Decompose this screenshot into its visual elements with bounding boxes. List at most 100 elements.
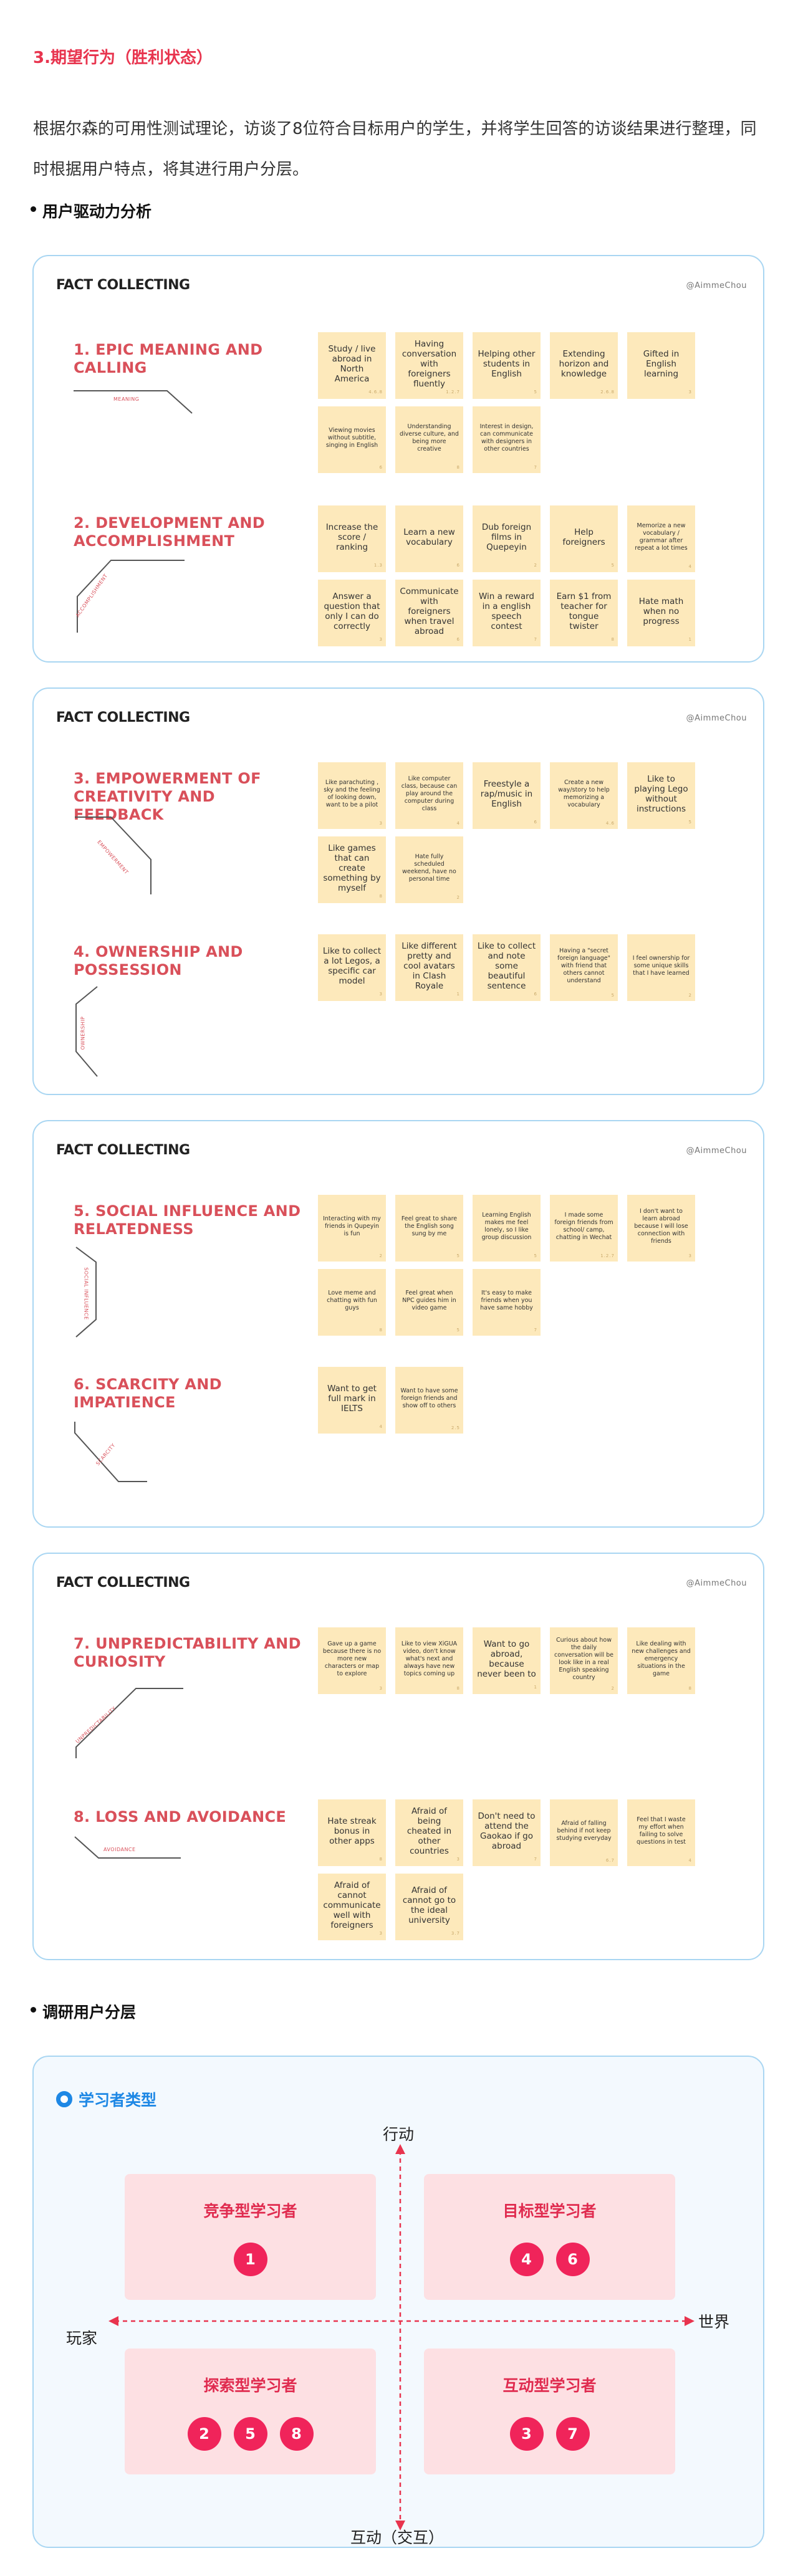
sticky-note: I don't want to learn abroad because I w… [627,1195,695,1262]
bullet-user-segments: 调研用户分层 [30,2000,136,2023]
student-badge: 4 [509,2243,544,2276]
drive-title: 6. SCARCITY AND IMPATIENCE [74,1376,222,1411]
notes-4: Like to collect a lot Legos, a specific … [318,934,704,1001]
sticky-note: Hate fully scheduled weekend, have no pe… [395,836,463,903]
sticky-note: Like parachuting , sky and the feeling o… [318,762,386,829]
drive-6: 6. SCARCITY AND IMPATIENCE [74,1376,304,1412]
fact-card-2: FACT COLLECTING @AimmeChou 3. EMPOWERMEN… [32,687,764,1095]
quadrant-title: 目标型学习者 [502,2202,597,2220]
card-title: FACT COLLECTING [56,277,190,293]
card-brand: @AimmeChou [686,714,747,723]
sticky-note: Want to have some foreign friends and sh… [395,1367,463,1434]
drive-title: 5. SOCIAL INFLUENCE AND RELATEDNESS [74,1202,301,1238]
sticky-note: Like to collect and note some beautiful … [473,934,541,1001]
drive-1-bracket [74,390,193,414]
bullet-driver-analysis: 用户驱动力分析 [30,199,151,222]
card-brand: @AimmeChou [686,281,747,290]
fact-card-1: FACT COLLECTING @AimmeChou 1. EPIC MEANI… [32,255,764,663]
drive-sub: MEANING [113,396,140,402]
student-badge: 1 [233,2243,267,2276]
drive-sub: SOCIAL INFLUENCE [83,1267,89,1320]
axis-top-label: 行动 [383,2125,415,2143]
sticky-note: Don't need to attend the Gaokao if go ab… [473,1799,541,1866]
sticky-note: I made some foreign friends from school/… [550,1195,618,1262]
sticky-note: Feel that I waste my effort when failing… [627,1799,695,1866]
drive-sub: AVOIDANCE [103,1847,136,1852]
drive-7-bracket [75,1688,183,1758]
drive-sub: OWNERSHIP [80,1016,86,1050]
drive-title: 8. LOSS AND AVOIDANCE [74,1808,287,1826]
drive-title: 1. EPIC MEANING AND CALLING [74,341,263,376]
drive-7: 7. UNPREDICTABILITY AND CURIOSITY [74,1635,304,1671]
sticky-note: Afraid of cannot go to the ideal univers… [395,1874,463,1940]
sticky-note: Like to playing Lego without instruction… [627,762,695,829]
sticky-note: Answer a question that only I can do cor… [318,580,386,646]
card-title: FACT COLLECTING [56,1142,190,1158]
drive-title: 2. DEVELOPMENT AND ACCOMPLISHMENT [74,514,265,550]
sticky-note: Like games that can create something by … [318,836,386,903]
notes-3: Like parachuting , sky and the feeling o… [318,762,704,903]
sticky-note: Feel great when NPC guides him in video … [395,1269,463,1336]
notes-7: Gave up a game because there is no more … [318,1627,704,1694]
drive-2-bracket [77,560,185,633]
sticky-note: Communicate with foreigners when travel … [395,580,463,646]
sticky-note: Like different pretty and cool avatars i… [395,934,463,1001]
drive-4-bracket [75,986,98,1077]
sticky-note: Like to collect a lot Legos, a specific … [318,934,386,1001]
student-badge: 8 [279,2417,314,2451]
drive-title: 7. UNPREDICTABILITY AND CURIOSITY [74,1635,301,1670]
student-badge: 2 [187,2417,221,2451]
sticky-note: Afraid of falling behind if not keep stu… [550,1799,618,1866]
drive-5: 5. SOCIAL INFLUENCE AND RELATEDNESS [74,1202,304,1238]
section-title: 3.期望行为（胜利状态） [33,49,213,67]
sticky-note: Understanding diverse culture, and being… [395,406,463,473]
matrix-header: 学习者类型 [56,2088,156,2110]
student-badge: 5 [233,2417,267,2451]
sticky-note: Afraid of being cheated in other countri… [395,1799,463,1866]
sticky-note: Interest in design, can communicate with… [473,406,541,473]
sticky-note: Afraid of cannot communicate well with f… [318,1874,386,1940]
drive-3-bracket [75,816,151,894]
card-title: FACT COLLECTING [56,710,190,725]
drive-2: 2. DEVELOPMENT AND ACCOMPLISHMENT [74,514,304,550]
drive-8-bracket [74,1836,181,1859]
sticky-note: Like dealing with new challenges and eme… [627,1627,695,1694]
sticky-note: Gave up a game because there is no more … [318,1627,386,1694]
axis-right-label: 世界 [698,2313,730,2331]
intro-paragraph: 根据尔森的可用性测试理论，访谈了8位符合目标用户的学生，并将学生回答的访谈结果进… [33,120,757,179]
sticky-note: I feel ownership for some unique skills … [627,934,695,1001]
drive-4: 4. OWNERSHIP AND POSSESSION [74,943,304,979]
drive-3: 3. EMPOWERMENT OF CREATIVITY AND FEEDBAC… [74,770,304,824]
fact-card-4: FACT COLLECTING @AimmeChou 7. UNPREDICTA… [32,1553,764,1960]
sticky-note: Viewing movies without subtitle, singing… [318,406,386,473]
card-brand: @AimmeChou [686,1146,747,1156]
drive-5-bracket [75,1247,97,1338]
sticky-note: It's easy to make friends when you have … [473,1269,541,1336]
sticky-note: Learning English makes me feel lonely, s… [473,1195,541,1262]
matrix-title: 学习者类型 [79,2091,157,2109]
sticky-note: Feel great to share the English song sun… [395,1195,463,1262]
quadrant-interactive: 互动型学习者 3 7 [424,2349,675,2474]
drive-title: 4. OWNERSHIP AND POSSESSION [74,943,243,979]
drive-1: 1. EPIC MEANING AND CALLING [74,341,304,377]
circle-icon [56,2091,72,2107]
quadrant-title: 互动型学习者 [502,2377,597,2395]
card-brand: @AimmeChou [686,1579,747,1588]
sticky-note: Win a reward in a english speech contest… [473,580,541,646]
sticky-note: Having a "secret foreign language" with … [550,934,618,1001]
quadrant-competitive: 竞争型学习者 1 [125,2174,376,2300]
